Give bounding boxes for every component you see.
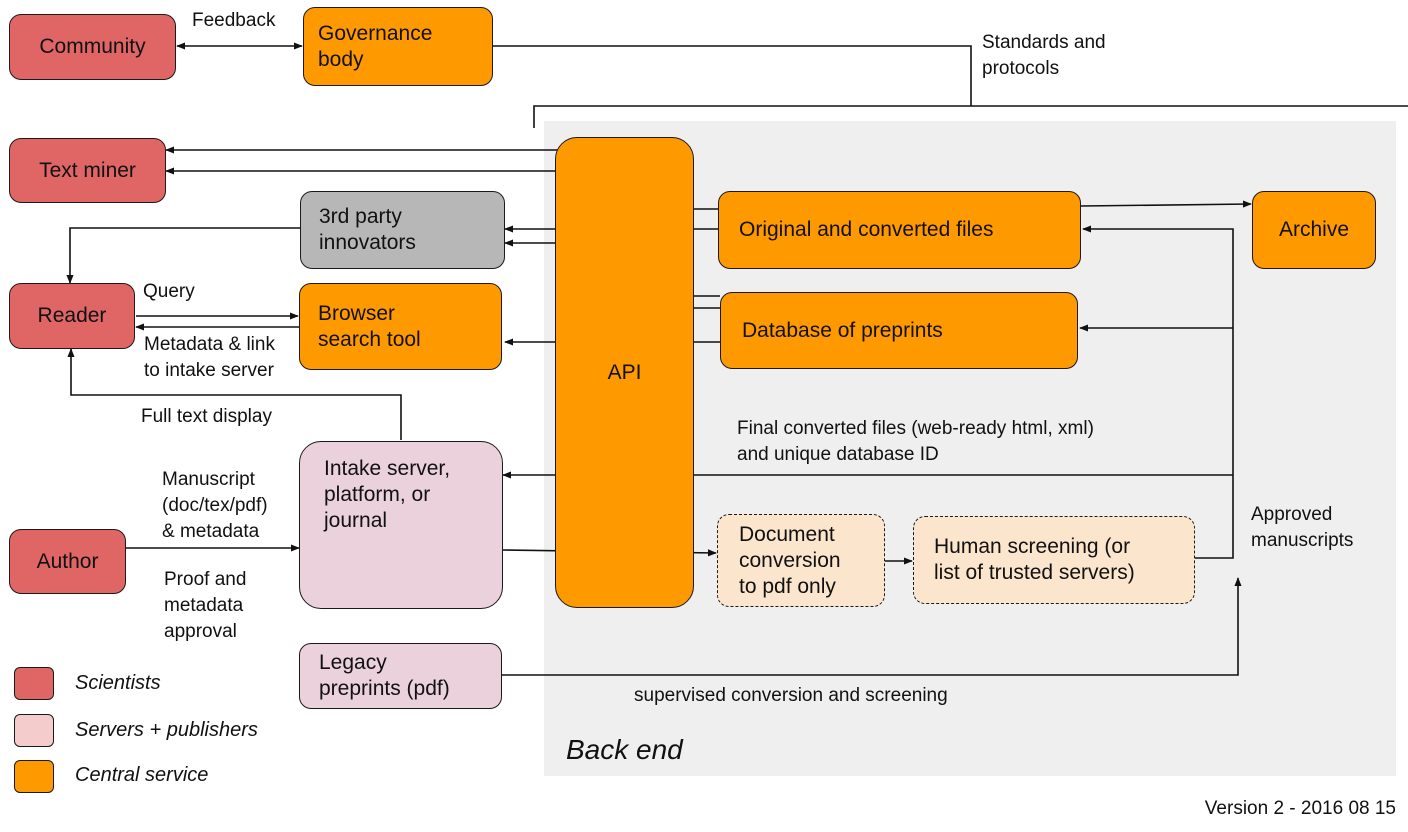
legend-servers-swatch xyxy=(14,714,54,747)
legend-servers-label: Servers + publishers xyxy=(75,719,258,741)
browser-label: Browser search tool xyxy=(318,301,421,351)
feedback-label: Feedback xyxy=(192,10,276,31)
author-label: Author xyxy=(36,549,99,573)
full-text-arrow xyxy=(67,348,402,440)
browser-search-tool-box: Browser search tool xyxy=(299,283,502,370)
legend-scientists-swatch xyxy=(14,667,54,700)
doc-conversion-label: Document conversion to pdf only xyxy=(739,522,841,598)
community-label: Community xyxy=(39,35,146,58)
manuscript-label: Manuscript (doc/tex/pdf) & metadata xyxy=(162,469,268,542)
original-converted-files-box: Original and converted files xyxy=(718,191,1081,269)
final-converted-files-label: Final converted files (web-ready html, x… xyxy=(737,418,1094,465)
legend-central-label: Central service xyxy=(75,764,209,786)
query-label: Query xyxy=(143,281,195,302)
text-miner-box: Text miner xyxy=(9,138,166,203)
standards-line xyxy=(493,45,1408,128)
approved-manuscripts-label: Approved manuscripts xyxy=(1251,504,1354,551)
third-party-innovators-box: 3rd party innovators xyxy=(300,191,505,269)
approved-to-files xyxy=(1082,225,1234,559)
original-files-label: Original and converted files xyxy=(739,218,994,241)
community-box: Community xyxy=(9,14,176,80)
legacy-supervised-arrow xyxy=(502,577,1242,676)
reader-box: Reader xyxy=(9,283,135,349)
text-miner-label: Text miner xyxy=(39,158,136,182)
third-party-label: 3rd party innovators xyxy=(319,205,416,254)
human-screening-box: Human screening (or list of trusted serv… xyxy=(913,516,1195,604)
intake-label: Intake server, platform, or journal xyxy=(324,457,451,532)
intake-server-box: Intake server, platform, or journal xyxy=(299,441,503,609)
backend-title: Back end xyxy=(566,734,683,765)
files-to-archive xyxy=(1080,200,1252,208)
api-box: API xyxy=(555,137,694,608)
human-screening-label: Human screening (or list of trusted serv… xyxy=(934,535,1135,584)
innovators-to-reader xyxy=(66,227,300,284)
proof-approval-label: Proof and metadata approval xyxy=(164,569,247,642)
legend-scientists-label: Scientists xyxy=(75,672,161,694)
reader-label: Reader xyxy=(37,304,107,327)
legend-central-swatch xyxy=(14,760,54,793)
legacy-label: Legacy preprints (pdf) xyxy=(319,651,450,700)
api-label: API xyxy=(607,360,642,384)
metadata-link-label: Metadata & link to intake server xyxy=(144,334,275,381)
archive-label: Archive xyxy=(1278,218,1350,241)
database-of-preprints-box: Database of preprints xyxy=(720,292,1078,369)
archive-box: Archive xyxy=(1252,191,1376,269)
document-conversion-box: Document conversion to pdf only xyxy=(717,514,885,607)
author-box: Author xyxy=(9,529,126,594)
governance-label: Governance body xyxy=(318,21,433,71)
governance-body-box: Governance body xyxy=(303,7,493,86)
supervised-conversion-label: supervised conversion and screening xyxy=(634,685,948,706)
full-text-display-label: Full text display xyxy=(141,406,272,427)
standards-protocols-label: Standards and protocols xyxy=(982,32,1106,79)
database-label: Database of preprints xyxy=(742,318,943,342)
version-label: Version 2 - 2016 08 15 xyxy=(1204,798,1396,819)
legacy-preprints-box: Legacy preprints (pdf) xyxy=(299,643,502,709)
